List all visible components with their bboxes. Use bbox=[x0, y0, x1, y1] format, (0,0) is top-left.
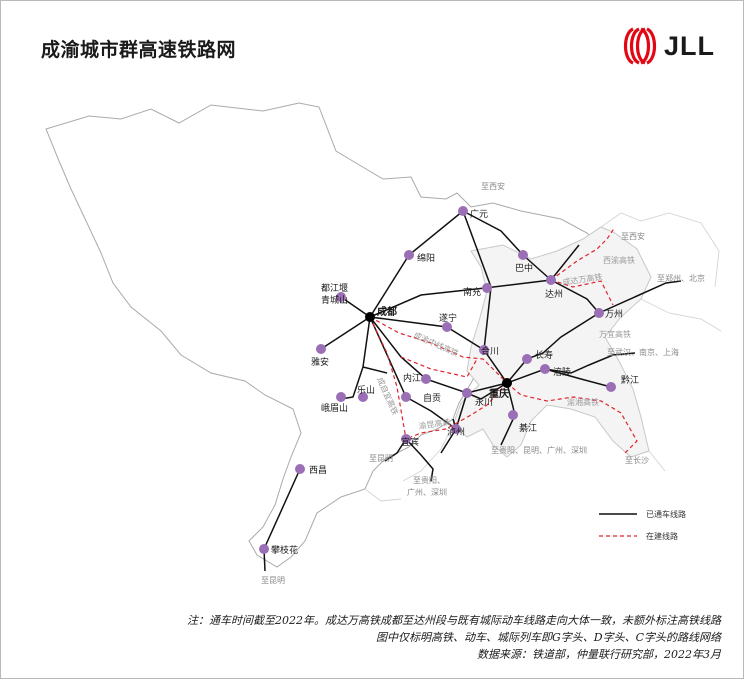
station-yibin bbox=[401, 434, 411, 444]
station-chongqing bbox=[502, 378, 512, 388]
station-luzhou bbox=[451, 424, 461, 434]
line-neijiang-construction bbox=[400, 356, 478, 378]
label-dujiangyan: 都江堰 bbox=[321, 283, 348, 294]
line-chengdawan-construction bbox=[550, 279, 614, 306]
line-chongqing-wanzhou bbox=[506, 312, 600, 384]
line-chongqing-qianjiang bbox=[544, 368, 612, 388]
station-zigong bbox=[401, 392, 411, 402]
station-xichang bbox=[295, 464, 305, 474]
city-labels: 成都 重庆 广元 绵阳 巴中 都江堰 青城山 南充 达州 万州 遂宁 合川 雅安… bbox=[271, 208, 639, 556]
label-bazhong: 巴中 bbox=[515, 262, 533, 274]
line-label-xiyu: 西渝高铁 bbox=[603, 255, 635, 265]
brand-name: JLL bbox=[664, 31, 716, 61]
station-panzhihua bbox=[259, 544, 269, 554]
dest-to-kunming-2: 至昆明 bbox=[261, 576, 285, 585]
station-dazhou bbox=[546, 275, 556, 285]
label-yongchuan: 永川 bbox=[475, 396, 493, 408]
station-fuling bbox=[540, 364, 550, 374]
dest-to-guiyang-3: 广州、深圳 bbox=[407, 487, 447, 497]
line-chengdu-yaan bbox=[320, 296, 371, 350]
dest-to-kunming-1: 至昆明 bbox=[369, 454, 393, 463]
line-yibin-guiyang bbox=[405, 438, 434, 482]
line-chengyuzhong-construction bbox=[369, 316, 508, 384]
stations bbox=[259, 206, 616, 554]
dest-to-wuhan: 至武汉、南京、上海 bbox=[607, 347, 679, 357]
station-hechuan bbox=[479, 345, 489, 355]
station-dujiangyan bbox=[336, 292, 346, 302]
label-neijiang: 内江 bbox=[403, 372, 421, 384]
station-leshan bbox=[358, 392, 368, 402]
page-title: 成渝城市群高速铁路网 bbox=[41, 39, 237, 61]
line-yuxiang-construction bbox=[506, 382, 638, 454]
dest-to-xian-1: 至西安 bbox=[481, 181, 505, 191]
line-xiyu-construction bbox=[550, 226, 616, 281]
label-guangyuan: 广元 bbox=[470, 208, 488, 220]
footnote-1: 注：通车时间截至2022年。成达万高铁成都至达州段与既有城际动车线路走向大体一致… bbox=[187, 614, 721, 627]
line-yibin-kunming bbox=[384, 438, 407, 462]
line-label-yukunma: 渝昆高铁 bbox=[418, 417, 451, 431]
line-chengdu-leshan bbox=[340, 316, 388, 400]
station-nanchong bbox=[482, 283, 492, 293]
label-chengdu: 成都 bbox=[377, 305, 397, 318]
station-guangyuan bbox=[458, 206, 468, 216]
label-fuling: 涪陵 bbox=[553, 366, 571, 378]
chongqing-municipality bbox=[452, 226, 652, 458]
line-guangyuan-bazhong bbox=[462, 210, 552, 281]
station-yongchuan bbox=[462, 388, 472, 398]
label-luzhou: 泸州 bbox=[447, 427, 465, 438]
label-xichang: 西昌 bbox=[309, 465, 327, 476]
dest-to-changsha: 至长沙 bbox=[625, 455, 649, 465]
line-label-yuxiang: 渝湘高铁 bbox=[567, 397, 599, 407]
dest-to-zhengzhou: 至郑州、北京 bbox=[657, 273, 705, 283]
line-chengdu-guangyuan bbox=[369, 209, 508, 384]
footnotes: 注：通车时间截至2022年。成达万高铁成都至达州段与既有城际动车线路走向大体一致… bbox=[187, 612, 721, 663]
station-emeishan bbox=[336, 392, 346, 402]
line-label-wanyi: 万宜高铁 bbox=[599, 329, 631, 339]
label-qijiang: 綦江 bbox=[519, 422, 537, 434]
station-qianjiang bbox=[606, 382, 616, 392]
station-qijiang bbox=[508, 410, 518, 420]
label-leshan: 乐山 bbox=[357, 384, 375, 396]
legend: 已通车线路 在建线路 bbox=[599, 509, 686, 541]
label-zigong: 自贡 bbox=[423, 392, 441, 404]
label-emeishan: 峨眉山 bbox=[321, 402, 348, 414]
footnote-2: 图中仅标明高铁、动车、城际列车即G字头、D字头、C字头的路线网络 bbox=[375, 631, 721, 644]
label-suining: 遂宁 bbox=[439, 312, 457, 324]
line-chengzigong-construction bbox=[369, 316, 407, 440]
label-yaan: 雅安 bbox=[311, 356, 329, 368]
footnote-3: 数据来源：铁道部，仲量联行研究部，2022年3月 bbox=[477, 648, 721, 661]
line-yukunma-construction bbox=[405, 382, 508, 440]
construction-lines bbox=[369, 226, 638, 454]
label-qianjiang: 黔江 bbox=[621, 374, 639, 386]
dest-to-xian-2: 至西安 bbox=[621, 231, 645, 241]
station-changshou bbox=[522, 354, 532, 364]
station-yaan bbox=[316, 344, 326, 354]
label-qingchengshan: 青城山 bbox=[321, 294, 348, 306]
line-chongqing-fuling bbox=[506, 352, 636, 384]
label-dazhou: 达州 bbox=[545, 288, 563, 300]
label-panzhihua: 攀枝花 bbox=[271, 544, 298, 556]
station-neijiang bbox=[421, 374, 431, 384]
railway-map: 西渝高铁 成达万高铁 万宜高铁 成渝中线高铁 成自宜高铁 渝昆高铁 渝湘高铁 至… bbox=[45, 102, 722, 585]
label-nanchong: 南充 bbox=[463, 286, 481, 298]
label-hechuan: 合川 bbox=[481, 345, 499, 357]
neighbor-provinces bbox=[364, 212, 722, 502]
dest-to-guiyang-1: 至贵阳、昆明、广州、深圳 bbox=[491, 445, 587, 455]
station-bazhong bbox=[518, 250, 528, 260]
label-wanzhou: 万州 bbox=[605, 309, 623, 320]
station-wanzhou bbox=[594, 308, 604, 318]
dest-to-guiyang-2: 至贵阳、 bbox=[413, 475, 445, 485]
label-yibin: 宜宾 bbox=[401, 436, 419, 448]
legend-construction-label: 在建线路 bbox=[646, 531, 678, 541]
jll-logo-icon bbox=[623, 27, 657, 65]
label-mianyang: 绵阳 bbox=[417, 252, 435, 264]
destination-labels: 至西安 至西安 至郑州、北京 至武汉、南京、上海 至长沙 至贵阳、昆明、广州、深… bbox=[261, 181, 705, 585]
label-chongqing: 重庆 bbox=[489, 387, 509, 400]
station-chengdu bbox=[365, 312, 375, 322]
legend-operating-label: 已通车线路 bbox=[646, 509, 686, 519]
station-mianyang bbox=[404, 250, 414, 260]
station-suining bbox=[442, 322, 452, 332]
label-changshou: 长寿 bbox=[535, 349, 553, 361]
